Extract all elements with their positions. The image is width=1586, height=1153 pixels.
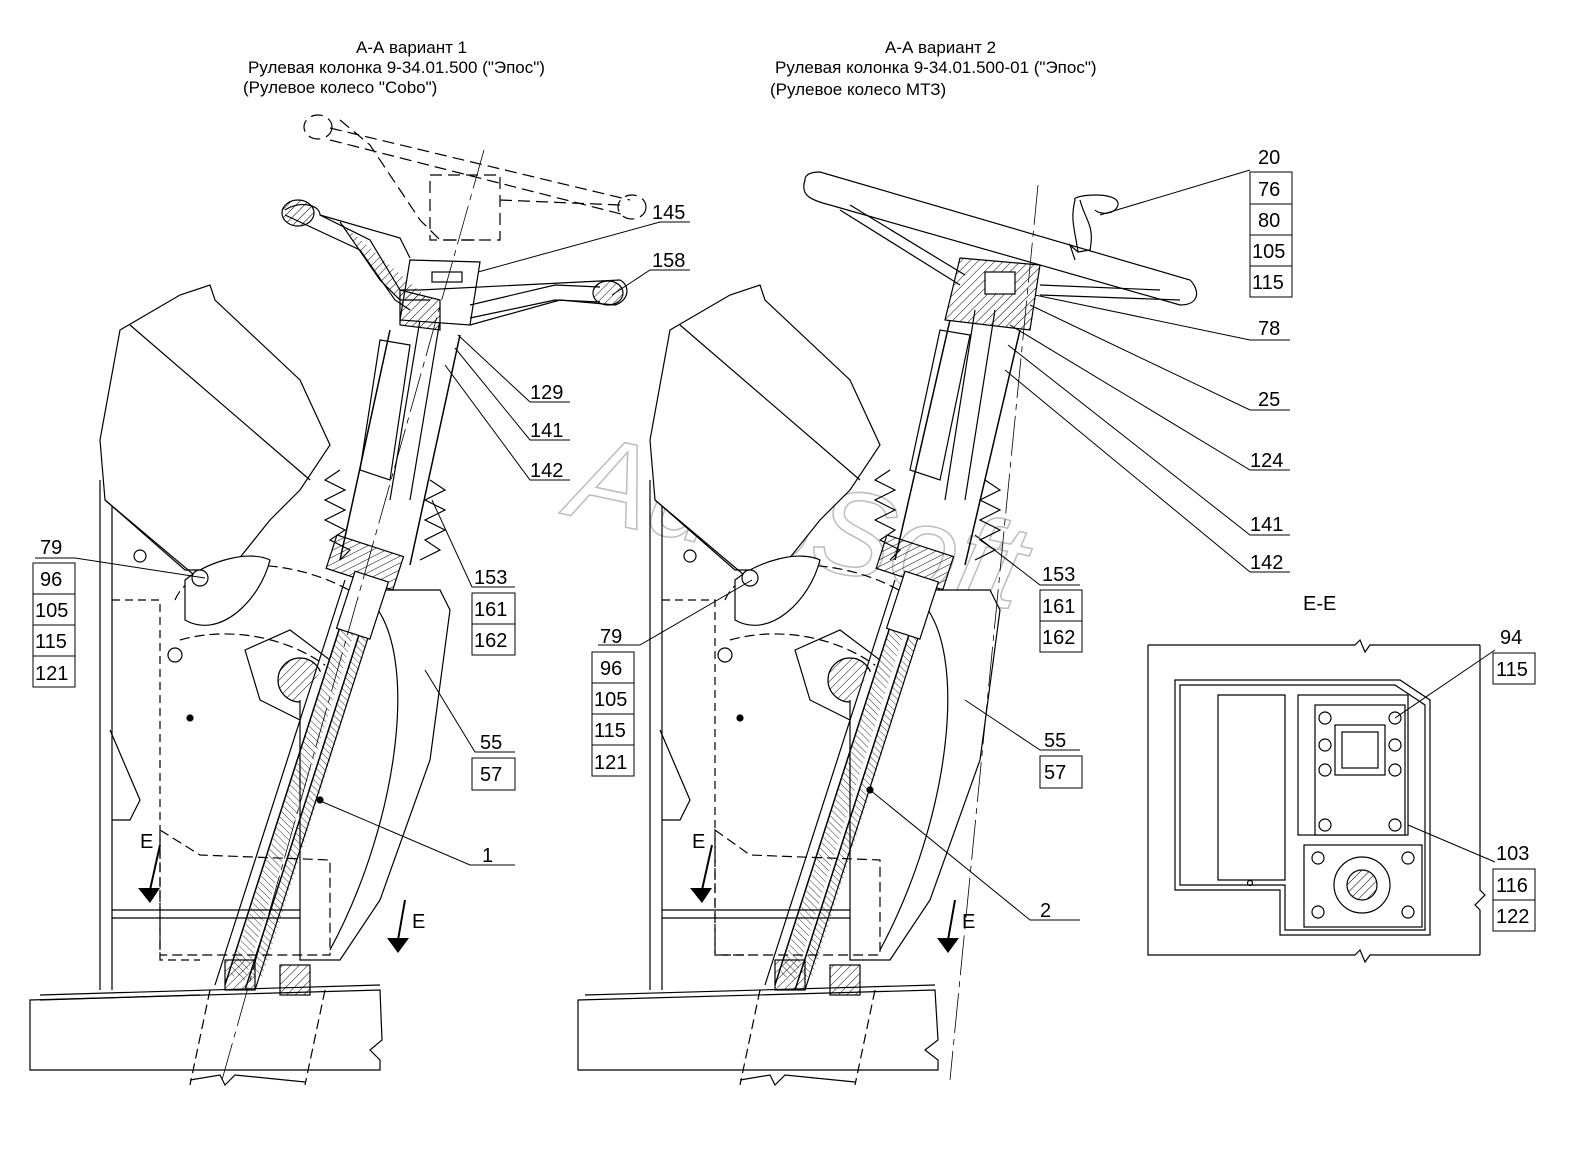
callout-79-v2: 79 xyxy=(600,626,622,648)
callout-78: 78 xyxy=(1258,318,1280,340)
variant-2-assembly xyxy=(577,171,1198,1087)
callout-162-v2: 162 xyxy=(1042,627,1075,649)
callout-115: 115 xyxy=(35,631,67,653)
callout-94: 94 xyxy=(1500,627,1522,649)
callout-79: 79 xyxy=(40,537,62,559)
cut-label-v2-right: Е xyxy=(962,911,975,933)
callout-115-ee: 115 xyxy=(1496,659,1528,681)
callout-122: 122 xyxy=(1496,906,1529,928)
callout-group-v2-55: 55 57 xyxy=(1039,730,1083,789)
callout-158: 158 xyxy=(652,250,685,272)
title-v1-line1: А-А вариант 1 xyxy=(356,38,468,57)
callout-96: 96 xyxy=(40,569,62,591)
callout-20: 20 xyxy=(1258,147,1280,169)
callout-142: 142 xyxy=(530,460,563,482)
callout-57: 57 xyxy=(480,764,502,786)
callout-55-v2: 55 xyxy=(1044,730,1066,752)
callout-25: 25 xyxy=(1258,389,1280,411)
callout-55: 55 xyxy=(480,732,502,754)
callout-115-v2b: 115 xyxy=(594,720,626,742)
callout-103: 103 xyxy=(1496,843,1529,865)
callout-80: 80 xyxy=(1258,210,1280,232)
title-v2-line1: А-А вариант 2 xyxy=(885,38,997,57)
callout-2: 2 xyxy=(1040,900,1051,922)
callout-153-v2: 153 xyxy=(1042,564,1075,586)
leader-lines xyxy=(35,169,1496,921)
callout-162: 162 xyxy=(474,630,507,652)
section-ee-title: Е-Е xyxy=(1303,593,1336,615)
callout-161: 161 xyxy=(474,599,507,621)
callout-142-v2: 142 xyxy=(1250,552,1283,574)
callout-129: 129 xyxy=(530,382,563,404)
callout-145: 145 xyxy=(652,202,685,224)
cut-labels: Е Е Е Е xyxy=(140,831,975,933)
callout-57-v2: 57 xyxy=(1044,762,1066,784)
callout-group-v2-79: 79 96 105 115 121 xyxy=(591,626,635,777)
callout-121-v2: 121 xyxy=(594,752,627,774)
callout-105-v2b: 105 xyxy=(594,689,627,711)
section-ee-labels: Е-Е 94 115 103 116 122 xyxy=(1303,593,1536,932)
callout-group-v1-79: 79 96 105 115 121 xyxy=(32,537,76,688)
callout-105: 105 xyxy=(35,600,68,622)
callout-group-v1-153: 153 161 162 xyxy=(471,567,516,656)
cut-label-v2-left: Е xyxy=(692,831,705,853)
title-v2-line2: Рулевая колонка 9-34.01.500-01 ("Эпос") xyxy=(775,58,1097,77)
callout-124: 124 xyxy=(1250,450,1283,472)
title-v2-line3: (Рулевое колесо МТЗ) xyxy=(770,80,947,99)
callouts-v1: 145 158 129 141 142 1 xyxy=(482,202,685,867)
callout-group-v2-153: 153 161 162 xyxy=(1039,564,1083,653)
callout-141: 141 xyxy=(530,420,563,442)
callout-96-v2: 96 xyxy=(600,658,622,680)
cut-markers xyxy=(138,844,959,953)
cut-label-v1-right: Е xyxy=(412,911,425,933)
callout-141-v2: 141 xyxy=(1250,514,1283,536)
callout-1: 1 xyxy=(482,845,493,867)
title-v1-line3: (Рулевое колесо "Cobo") xyxy=(243,78,438,97)
callout-121: 121 xyxy=(35,663,68,685)
variant-1-assembly xyxy=(29,114,647,1087)
title-v1-line2: Рулевая колонка 9-34.01.500 ("Эпос") xyxy=(248,58,545,77)
callout-115-v2: 115 xyxy=(1252,272,1284,294)
callout-153: 153 xyxy=(474,567,507,589)
callouts-v2: 78 25 124 141 142 2 xyxy=(1040,318,1283,922)
callout-161-v2: 161 xyxy=(1042,596,1075,618)
callout-116: 116 xyxy=(1496,875,1528,897)
callout-group-v1-55: 55 57 xyxy=(471,732,516,791)
callout-group-v2-20: 20 76 80 105 115 xyxy=(1249,147,1293,298)
callout-105-v2: 105 xyxy=(1252,241,1285,263)
callout-76: 76 xyxy=(1258,179,1280,201)
cut-label-v1-left: Е xyxy=(140,831,153,853)
section-ee xyxy=(1147,638,1486,964)
